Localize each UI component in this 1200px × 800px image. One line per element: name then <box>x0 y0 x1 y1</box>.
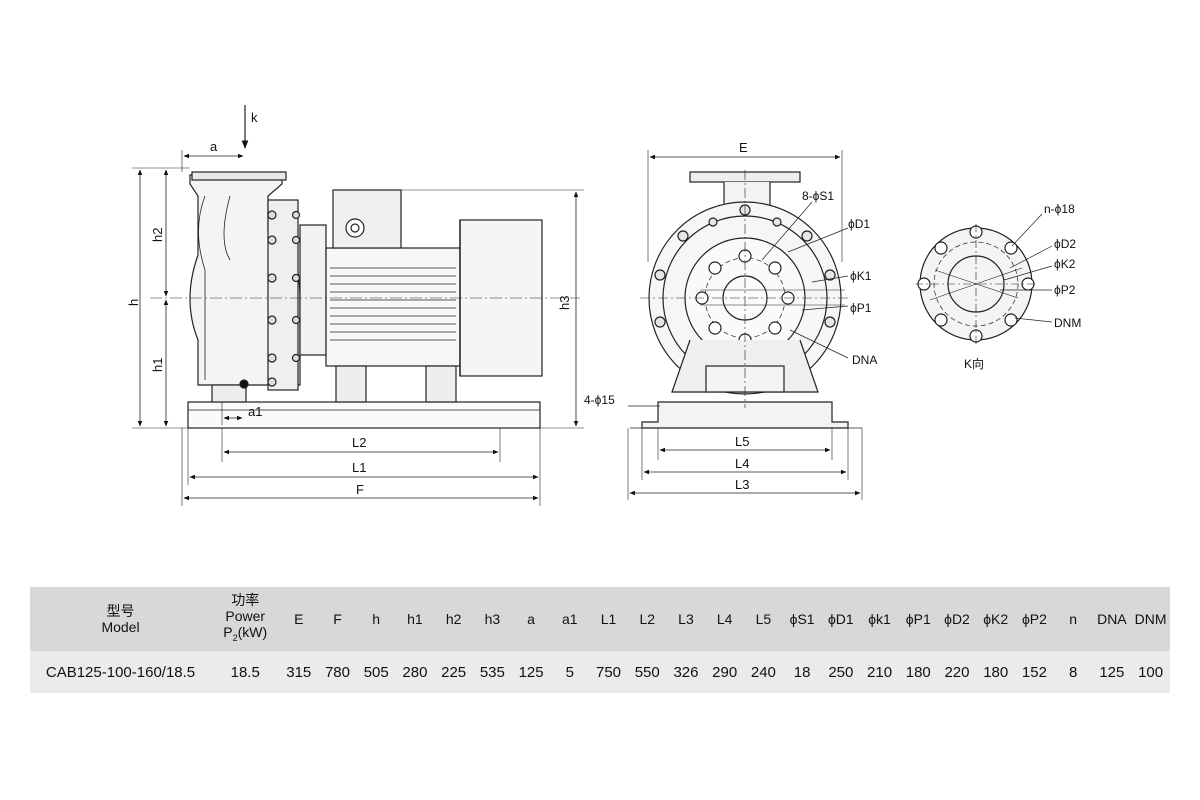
table-cell: 152 <box>1021 663 1047 681</box>
header-power-en: Power <box>225 608 266 625</box>
header-col: E <box>294 611 304 627</box>
k-view <box>915 213 1053 344</box>
header-col: DNM <box>1134 611 1167 627</box>
label-P2: ϕP2 <box>1054 283 1076 297</box>
side-view <box>627 150 863 500</box>
header-col: h1 <box>407 611 423 627</box>
table-cell: 220 <box>944 663 970 681</box>
header-col: L3 <box>678 611 694 627</box>
label-a: a <box>210 139 218 154</box>
header-power-cn: 功率 <box>231 592 260 609</box>
table-cell: 100 <box>1138 663 1164 681</box>
table-cell: 550 <box>634 663 660 681</box>
header-model-en: Model <box>101 619 140 635</box>
label-L5: L5 <box>735 434 749 449</box>
table-cell: 290 <box>712 663 738 681</box>
motor-body <box>325 247 461 367</box>
label-L2: L2 <box>352 435 366 450</box>
table-cell: 125 <box>1099 663 1125 681</box>
label-K2: ϕK2 <box>1054 257 1076 271</box>
header-col: L4 <box>716 611 733 627</box>
label-a1: a1 <box>248 404 262 419</box>
label-F: F <box>356 482 364 497</box>
header-power: 功率 Power P2(kW) <box>211 587 279 651</box>
label-DNM: DNM <box>1054 316 1081 330</box>
label-n-18: n-ϕ18 <box>1044 202 1075 216</box>
table-cell: 18 <box>793 663 811 681</box>
header-power-unit: P2(kW) <box>223 624 268 643</box>
label-L1: L1 <box>352 460 366 475</box>
header-col: L2 <box>639 611 656 627</box>
header-col: h3 <box>484 611 501 627</box>
header-col: ϕD1 <box>827 611 854 627</box>
table-cell: 8 <box>1068 663 1078 681</box>
table-row: CAB125-100-160/18.5 18.5 315 780 505 280 225… <box>30 651 1170 693</box>
label-h3: h3 <box>557 296 572 310</box>
label-P1: ϕP1 <box>850 301 872 315</box>
table-cell: 535 <box>479 663 505 681</box>
front-view <box>132 105 584 506</box>
header-col: L5 <box>755 611 772 627</box>
label-4-15: 4-ϕ15 <box>584 393 615 407</box>
label-h2: h2 <box>150 228 165 242</box>
header-col: ϕD2 <box>944 611 970 627</box>
label-h: h <box>126 299 141 306</box>
header-col: ϕk1 <box>868 611 891 627</box>
table-cell: 780 <box>324 663 350 681</box>
label-DNA: DNA <box>852 353 877 367</box>
label-8-S1: 8-ϕS1 <box>802 189 834 203</box>
header-col: h2 <box>445 611 462 627</box>
table-cell: 250 <box>828 663 854 681</box>
label-E: E <box>739 140 748 155</box>
label-L3: L3 <box>735 477 749 492</box>
base-plate <box>187 401 541 429</box>
table-cell: 210 <box>867 663 893 681</box>
header-col: ϕS1 <box>789 611 815 627</box>
header-model-cn: 型号 <box>106 603 135 619</box>
header-col: a1 <box>562 611 578 627</box>
header-col: L1 <box>600 611 617 627</box>
terminal-box <box>332 189 402 249</box>
table-cell: 225 <box>441 663 467 681</box>
cell-power: 18.5 <box>230 663 260 681</box>
table-cell: 180 <box>905 663 931 681</box>
label-k: k <box>251 110 258 125</box>
header-model: 型号 Model <box>30 587 211 651</box>
pump-dimension-drawing: k a h h2 h1 h3 a1 L2 L1 F <box>126 105 1081 506</box>
table-cell: 180 <box>983 663 1009 681</box>
header-col: ϕP2 <box>1021 611 1047 627</box>
label-h1: h1 <box>150 358 165 372</box>
label-D1: ϕD1 <box>848 217 870 231</box>
header-col: a <box>527 611 535 627</box>
table-cell: 750 <box>596 663 622 681</box>
header-col: h <box>372 611 381 627</box>
label-L4: L4 <box>735 456 749 471</box>
label-k-direction: K向 <box>964 356 984 371</box>
table-cell: 505 <box>363 663 389 681</box>
label-D2: ϕD2 <box>1054 237 1076 251</box>
header-col: F <box>333 611 342 627</box>
table-cell: 315 <box>286 663 312 681</box>
table-cell: 240 <box>750 663 776 681</box>
header-col: ϕK2 <box>983 611 1009 627</box>
header-col: DNA <box>1097 611 1127 627</box>
label-K1: ϕK1 <box>850 269 872 283</box>
cell-model: CAB125-100-160/18.5 <box>45 663 196 681</box>
table-cell: 326 <box>673 663 699 681</box>
table-cell: 125 <box>518 663 544 681</box>
header-col: ϕP1 <box>905 611 931 627</box>
header-col: n <box>1069 611 1078 627</box>
table-cell: 5 <box>565 663 574 681</box>
table-cell: 280 <box>402 663 428 681</box>
